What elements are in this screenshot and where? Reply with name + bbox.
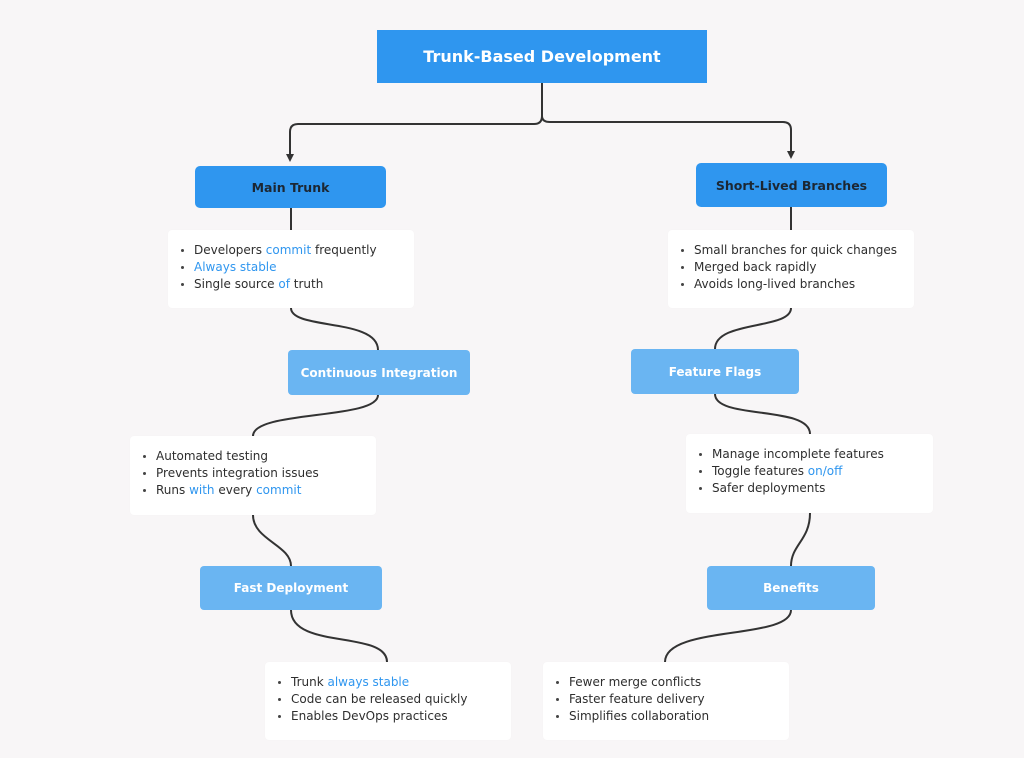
item-text: Enables DevOps practices xyxy=(291,709,448,723)
main-trunk-label: Main Trunk xyxy=(251,179,330,195)
ci-card-to-fast-deployment-line xyxy=(252,514,292,567)
item-text: Prevents integration issues xyxy=(156,466,319,480)
short-lived-branches-label: Short-Lived Branches xyxy=(715,177,868,193)
highlighted-text: on/off xyxy=(807,464,843,478)
highlighted-text: of xyxy=(278,277,290,291)
item-text: Avoids long-lived branches xyxy=(694,277,856,291)
item-text: Fewer merge conflicts xyxy=(569,675,702,689)
item-text: Faster feature delivery xyxy=(569,692,705,706)
short-lived-branches-node[interactable]: Short-Lived Branches xyxy=(696,163,887,207)
list-item: Faster feature delivery xyxy=(556,691,781,708)
fast-deployment-label: Fast Deployment xyxy=(233,581,349,595)
highlighted-text: Always stable xyxy=(194,260,277,274)
item-text: frequently xyxy=(311,243,377,257)
list-item: Automated testing xyxy=(143,448,368,465)
highlighted-text: always stable xyxy=(327,675,410,689)
list-item: Enables DevOps practices xyxy=(278,708,503,725)
feature-flags-card-to-benefits-line xyxy=(790,512,811,567)
short-lived-card-to-feature-flags-line xyxy=(714,307,792,350)
item-text: Developers xyxy=(194,243,266,257)
list-item: Fewer merge conflicts xyxy=(556,674,781,691)
continuous-integration-label: Continuous Integration xyxy=(300,365,458,380)
list-item: Code can be released quickly xyxy=(278,691,503,708)
item-text: Toggle features xyxy=(712,464,808,478)
list-item: Trunk always stable xyxy=(278,674,503,691)
list-item: Avoids long-lived branches xyxy=(681,276,906,293)
benefits-node[interactable]: Benefits xyxy=(707,566,875,610)
root-to-short-lived-branches-arrow xyxy=(541,115,795,159)
highlighted-text: commit xyxy=(256,483,302,497)
feature-flags-node[interactable]: Feature Flags xyxy=(631,349,799,394)
list-item: Manage incomplete features xyxy=(699,446,925,463)
item-text: Automated testing xyxy=(156,449,269,463)
item-text: Code can be released quickly xyxy=(291,692,468,706)
list-item: Prevents integration issues xyxy=(143,465,368,482)
highlighted-text: commit xyxy=(265,243,312,257)
benefits-to-card-line xyxy=(664,609,792,663)
item-text: every xyxy=(214,483,257,497)
root-title-node[interactable]: Trunk-Based Development xyxy=(377,30,707,83)
item-text: Single source xyxy=(194,277,279,291)
root-title-label: Trunk-Based Development xyxy=(423,47,661,66)
feature-flags-label: Feature Flags xyxy=(668,364,762,379)
item-text: truth xyxy=(289,277,324,291)
continuous-integration-node[interactable]: Continuous Integration xyxy=(288,350,470,395)
highlighted-text: with xyxy=(189,483,215,497)
item-text: Merged back rapidly xyxy=(694,260,817,274)
list-item: Simplifies collaboration xyxy=(556,708,781,725)
item-text: Safer deployments xyxy=(712,481,826,495)
item-text: Small branches for quick changes xyxy=(694,243,897,257)
benefits-label: Benefits xyxy=(763,581,819,595)
list-item: Developers commit frequently xyxy=(181,242,406,259)
ci-to-card-line xyxy=(252,394,379,437)
list-item: Always stable xyxy=(181,259,406,276)
list-item: Merged back rapidly xyxy=(681,259,906,276)
item-text: Trunk xyxy=(291,675,328,689)
feature-flags-to-card-line xyxy=(714,393,811,435)
fast-deployment-node[interactable]: Fast Deployment xyxy=(200,566,382,610)
list-item: Single source of truth xyxy=(181,276,406,293)
list-item: Toggle features on/off xyxy=(699,463,925,480)
list-item: Small branches for quick changes xyxy=(681,242,906,259)
main-trunk-card-to-ci-line xyxy=(290,307,379,351)
item-text: Manage incomplete features xyxy=(712,447,884,461)
item-text: Simplifies collaboration xyxy=(569,709,710,723)
main-trunk-node[interactable]: Main Trunk xyxy=(195,166,386,208)
fast-deployment-to-card-line xyxy=(290,609,388,663)
item-text: Runs xyxy=(156,483,190,497)
list-item: Runs with every commit xyxy=(143,482,368,499)
root-to-main-trunk-arrow xyxy=(286,83,543,162)
list-item: Safer deployments xyxy=(699,480,925,497)
